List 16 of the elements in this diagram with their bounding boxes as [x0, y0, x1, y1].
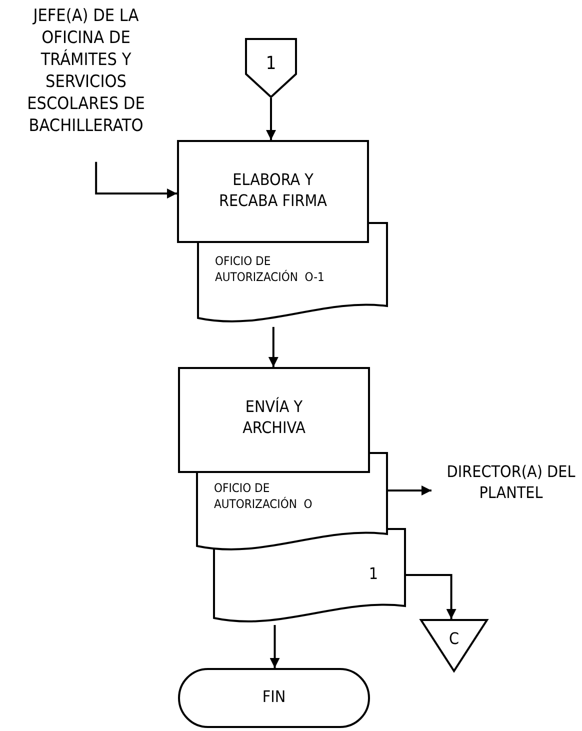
recipient-label: DIRECTOR(A) DEL PLANTEL — [446, 462, 576, 504]
arrow — [270, 625, 280, 668]
node-label: OFICIO DE AUTORIZACIÓN O-1 — [215, 254, 326, 286]
arrow — [268, 326, 278, 367]
node-label: 1 — [368, 564, 378, 585]
node-label: ENVÍA Y ARCHIVA — [242, 397, 306, 439]
node-label: OFICIO DE AUTORIZACIÓN O — [214, 481, 314, 512]
node-label: 1 — [264, 52, 278, 76]
role-label: JEFE(A) DE LA OFICINA DE TRÁMITES Y SERVICIOS ESCOLARES DE BACHILLERATO — [26, 5, 146, 138]
node-label: C — [448, 629, 460, 650]
arrow — [406, 574, 456, 619]
arrow — [266, 98, 276, 140]
arrow — [388, 485, 432, 496]
node-label: ELABORA Y RECABA FIRMA — [218, 170, 328, 212]
node-label: FIN — [261, 687, 287, 708]
arrow — [95, 162, 177, 199]
